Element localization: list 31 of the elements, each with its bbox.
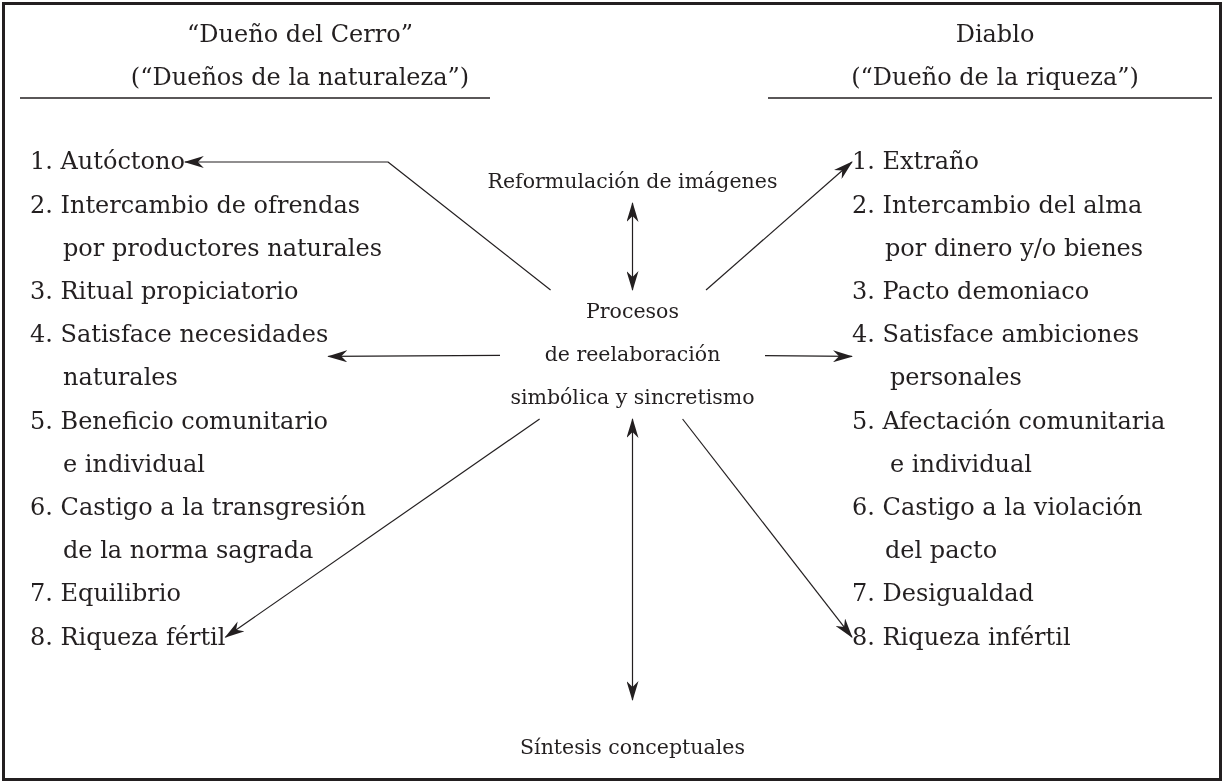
column-heading: “Dueño del Cerro” [187,20,413,48]
list-item: 7. Equilibrio [30,572,181,616]
list-item: 5. Afectación comunitaria e individual [852,399,1166,486]
list-item: 1. Extraño [852,140,979,184]
list-item: 6. Castigo a la violación del pacto [852,486,1143,573]
column-heading: Diablo [955,20,1035,48]
list-item: 4. Satisface ambiciones personales [852,313,1140,400]
arrow [705,161,853,291]
list-item: 2. Intercambio de ofrendas por productores naturales [30,183,383,270]
list-item: 8. Riqueza fértil [30,615,226,659]
arrow [224,418,541,638]
column-heading: (“Dueños de la naturaleza”) [130,63,470,91]
list-item: 8. Riqueza infértil [852,615,1071,659]
list-item: 5. Beneficio comunitario e individual [30,399,329,486]
list-item: 6. Castigo a la transgresión de la norma sagrada [30,486,366,573]
column-heading: (“Dueño de la riqueza”) [851,63,1139,91]
concept-text: Procesos de reelaboración simbólica y sincretismo [500,290,765,419]
list-item: 2. Intercambio del alma por dinero y/o bienes [852,183,1144,270]
arrow [764,350,853,363]
arrow [682,418,853,638]
arrow [626,418,639,701]
concept-text: Reformulación de imágenes [465,160,800,203]
arrow [626,202,639,291]
list-item: 1. Autóctono [30,140,185,184]
list-item: 4. Satisface necesidades naturales [30,313,329,400]
list-item: 3. Pacto demoniaco [852,270,1090,314]
list-item: 3. Ritual propiciatorio [30,270,299,314]
concept-text: Síntesis conceptuales [510,700,755,769]
list-item: 7. Desigualdad [852,572,1034,616]
arrow [327,350,501,363]
arrow [183,156,552,291]
